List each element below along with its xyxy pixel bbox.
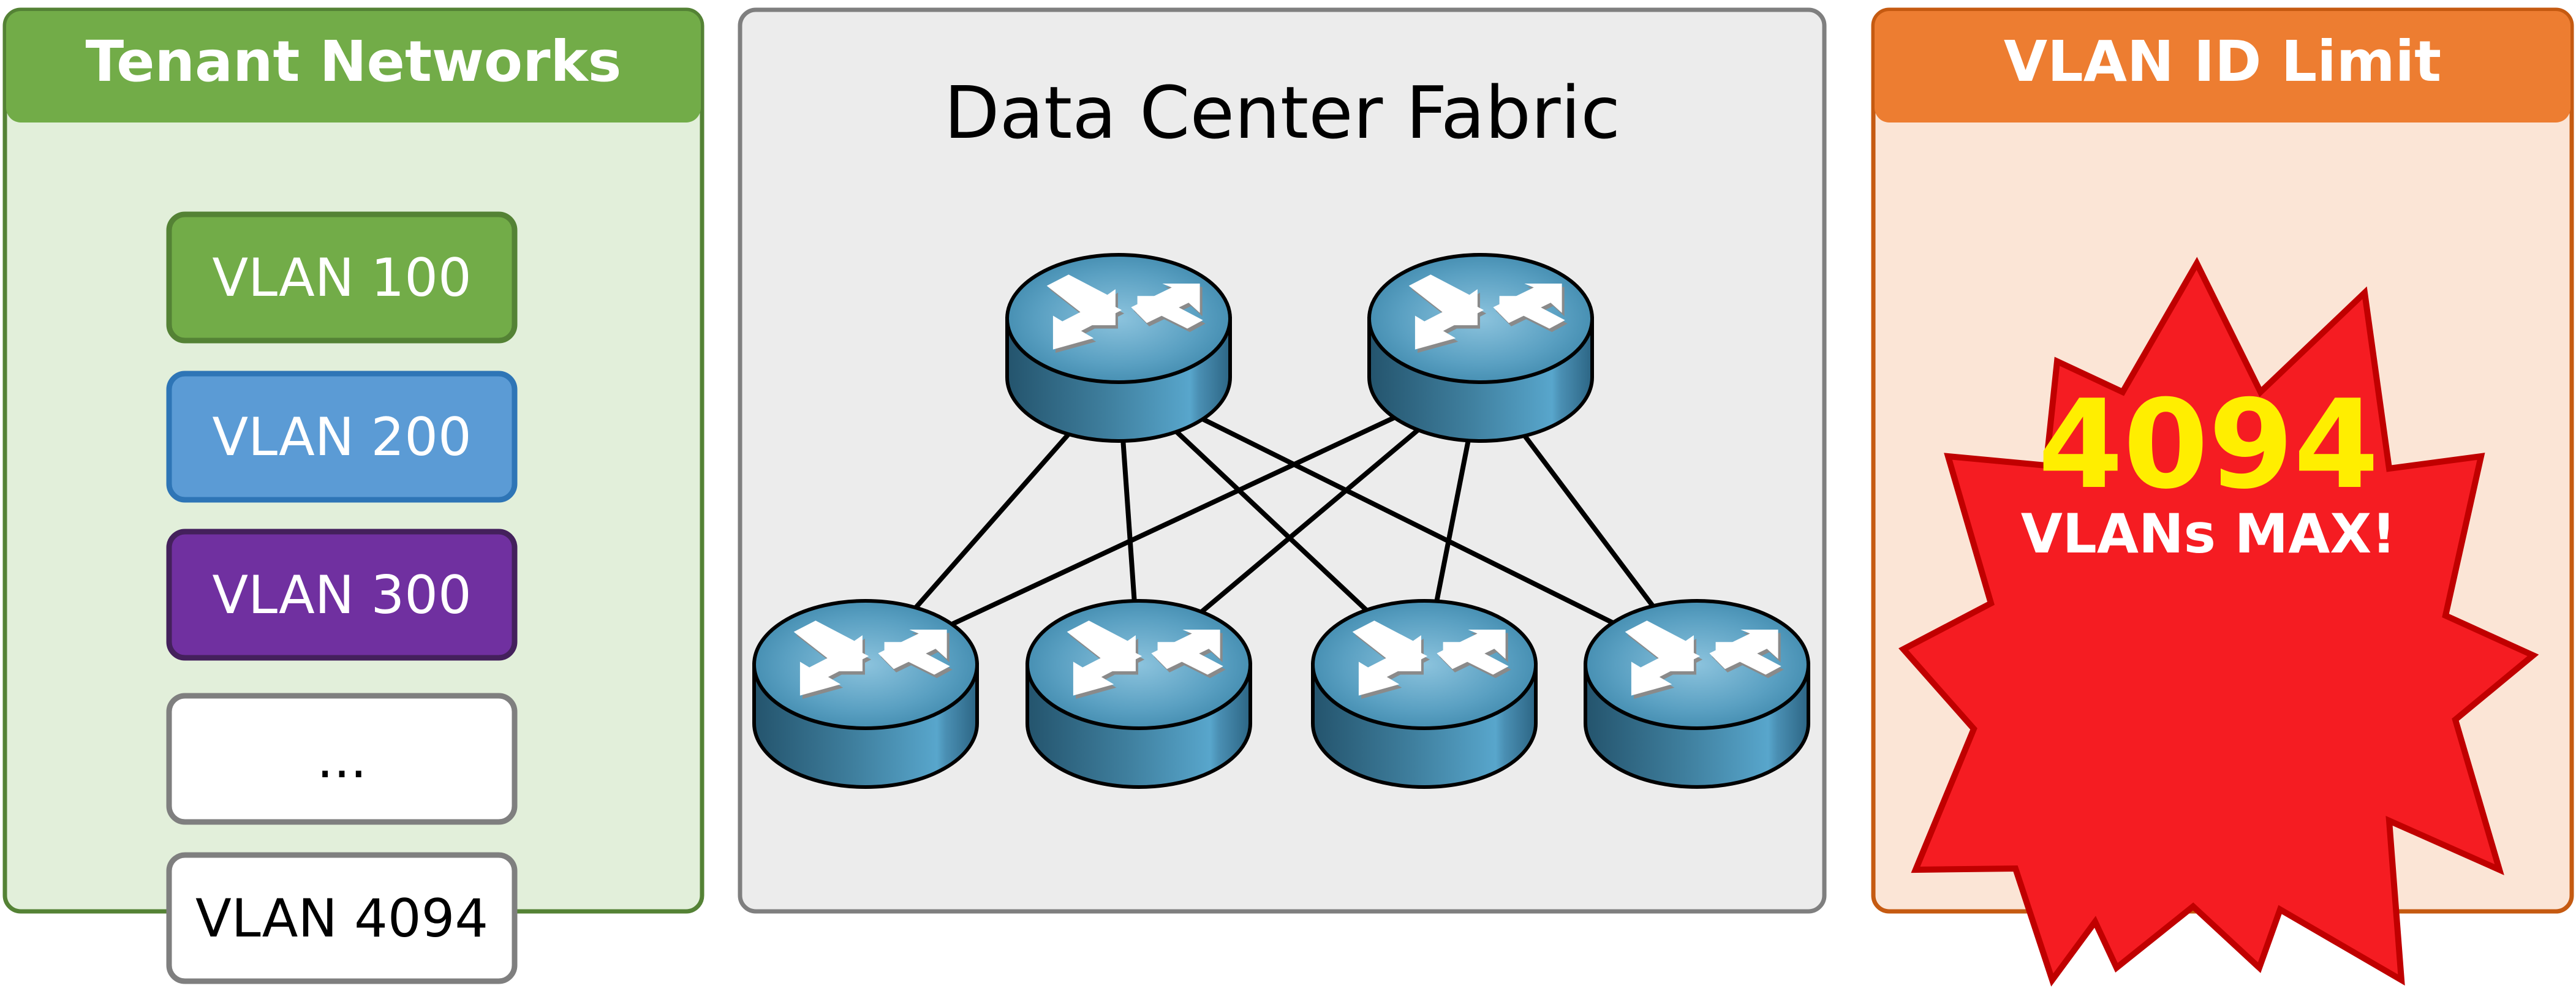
vlan-box: ...: [166, 693, 518, 825]
starburst-badge: 4094 VLANs MAX!: [1898, 257, 2539, 987]
vlan-box: VLAN 100: [166, 211, 518, 344]
vlan-box-bg: [166, 529, 518, 661]
vlan-box: VLAN 4094: [166, 852, 518, 984]
vlan-box-bg: [166, 693, 518, 825]
limit-panel-header: [1875, 11, 2570, 122]
limit-panel-title: VLAN ID Limit: [2004, 29, 2441, 94]
fabric-link: [864, 375, 1482, 667]
router-icon: [1367, 253, 1594, 443]
router-icon: [1005, 253, 1232, 443]
burst-caption: VLANs MAX!: [2021, 502, 2397, 565]
vlan-box: VLAN 300: [166, 529, 518, 661]
vlan-label: ...: [317, 729, 367, 790]
fabric-link: [1117, 375, 1698, 667]
vlan-label: VLAN 4094: [195, 888, 488, 949]
tenant-panel-title: Tenant Networks: [86, 29, 622, 94]
burst-number: 4094: [2038, 374, 2379, 516]
data-center-fabric-panel: Data Center Fabric: [738, 7, 1827, 914]
vlan-id-limit-panel: VLAN ID Limit 4094 VLANs MAX!: [1871, 7, 2574, 987]
router-icon: [1311, 599, 1538, 789]
tenant-panel-header: [6, 11, 701, 122]
router-icon: [752, 599, 979, 789]
vlan-box-bg: [166, 852, 518, 984]
starburst-shape: [1898, 257, 2539, 987]
vlan-box-bg: [166, 211, 518, 344]
router-icon: [1025, 599, 1252, 789]
vlan-label: VLAN 200: [212, 407, 471, 468]
vlan-label: VLAN 300: [212, 565, 471, 626]
vlan-label: VLAN 100: [212, 247, 471, 309]
vlan-box: VLAN 200: [166, 371, 518, 503]
fabric-panel-title: Data Center Fabric: [944, 70, 1620, 155]
router-icon: [1584, 599, 1810, 789]
fabric-routers: [752, 253, 1810, 789]
vlan-box-bg: [166, 371, 518, 503]
